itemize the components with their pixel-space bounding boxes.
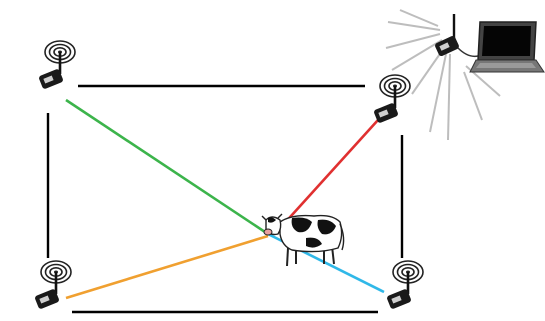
- node-top-left: [36, 39, 77, 91]
- node-bottom-left: [32, 259, 73, 311]
- link-bottom-left-to-cow: [65, 234, 269, 300]
- wireless-sensor-icon: [32, 259, 73, 311]
- wireless-sensor-icon: [36, 39, 77, 91]
- signal-rays: [385, 9, 501, 141]
- node-bottom-right: [384, 259, 425, 311]
- wireless-sensor-icon: [384, 259, 425, 311]
- node-top-right: [371, 73, 412, 125]
- link-top-left-to-bottom-right: [65, 98, 269, 236]
- wireless-sensor-icon: [435, 35, 459, 57]
- link-top-right-to-cow: [281, 119, 379, 227]
- gateway: [435, 14, 479, 58]
- network-frame: [46, 84, 404, 314]
- laptop-icon: [469, 21, 545, 73]
- cow-icon: [261, 213, 345, 267]
- wireless-sensor-icon: [371, 73, 412, 125]
- base-station: [385, 9, 545, 141]
